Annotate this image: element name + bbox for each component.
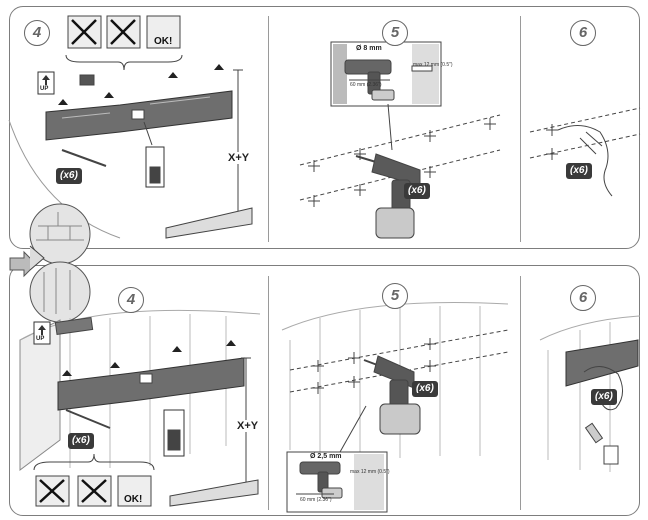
top-step6-quantity-badge: (x6) bbox=[566, 163, 592, 179]
bottom-depth-label: 60 mm (2.36") bbox=[300, 497, 332, 503]
bottom-max-label: max 12 mm (0.5") bbox=[350, 469, 390, 475]
top-depth-label: 60 mm (2.36") bbox=[350, 82, 382, 88]
top-measure-label: X+Y bbox=[228, 152, 250, 164]
top-step5-quantity-badge: (x6) bbox=[404, 183, 430, 199]
bottom-drill-bit-label: Ø 2,5 mm bbox=[310, 453, 342, 460]
top-step-6-number: 6 bbox=[570, 20, 596, 46]
top-ok-label: OK! bbox=[154, 36, 173, 47]
top-step-5-number: 5 bbox=[382, 20, 408, 46]
bottom-step4-quantity-badge: (x6) bbox=[68, 433, 94, 449]
bottom-up-label: UP bbox=[36, 336, 45, 342]
bottom-step-4-number: 4 bbox=[118, 287, 144, 313]
bottom-step-5-number: 5 bbox=[382, 283, 408, 309]
bottom-divider-2 bbox=[520, 276, 522, 510]
bottom-step-6-number: 6 bbox=[570, 285, 596, 311]
top-step-4-number: 4 bbox=[24, 20, 50, 46]
bottom-step6-quantity-badge: (x6) bbox=[591, 389, 617, 405]
top-divider-1 bbox=[268, 16, 270, 242]
bottom-divider-1 bbox=[268, 276, 270, 510]
bottom-ok-label: OK! bbox=[124, 494, 143, 505]
bottom-step5-quantity-badge: (x6) bbox=[412, 381, 438, 397]
top-up-label: UP bbox=[40, 86, 49, 92]
top-max-label: max 12 mm (0.5") bbox=[413, 62, 453, 68]
top-step4-quantity-badge: (x6) bbox=[56, 168, 82, 184]
thumb-ok-icon bbox=[146, 15, 181, 49]
top-drill-bit-label: Ø 8 mm bbox=[356, 45, 382, 52]
top-divider-2 bbox=[520, 16, 522, 242]
bottom-measure-label: X+Y bbox=[237, 420, 259, 432]
